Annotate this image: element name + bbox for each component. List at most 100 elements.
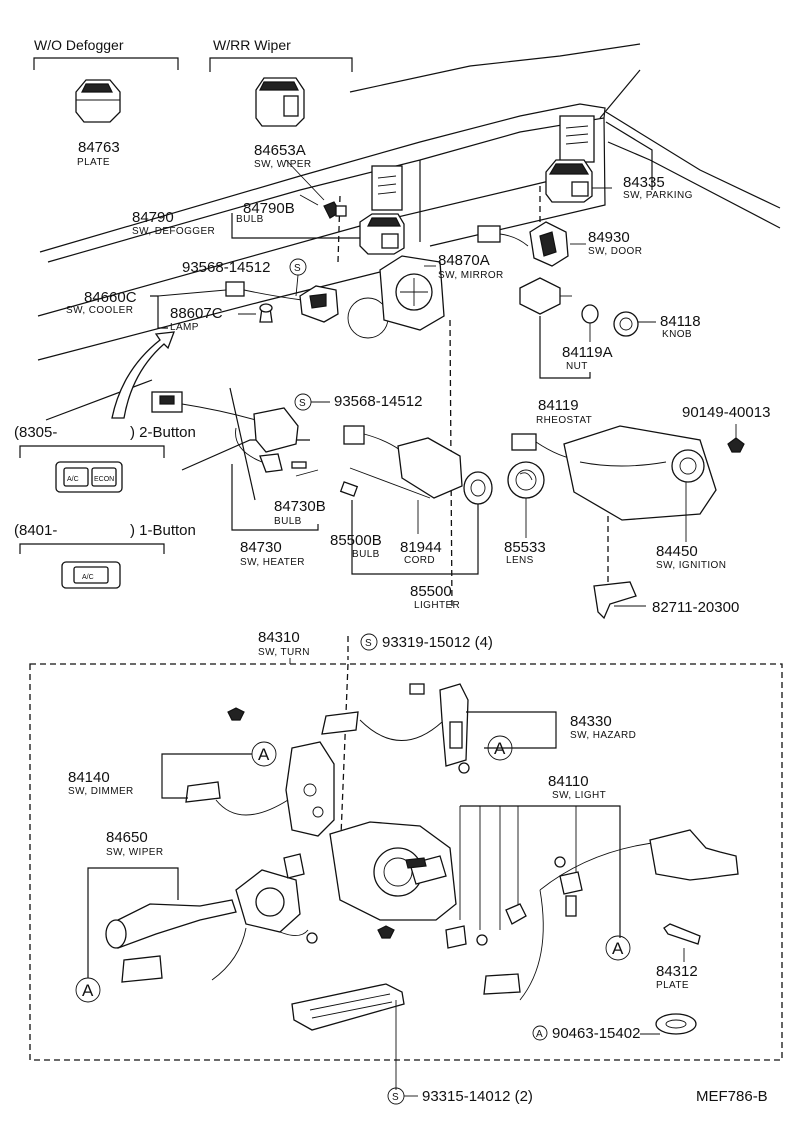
leader-84730 [231, 464, 319, 531]
part-number-84730: 84730 [240, 539, 282, 556]
part-name-84730b: BULB [274, 516, 302, 527]
door-switch-drawing [477, 221, 569, 267]
part-number-84730b: 84730B [274, 498, 326, 515]
variant-one-button-label: ) 1-Button [130, 522, 196, 539]
part-name-84119a: NUT [566, 361, 588, 372]
part-name-84790b: BULB [236, 214, 264, 225]
part-number-84118: 84118 [660, 313, 701, 330]
part-number-93568-upper: 93568-14512 [182, 259, 270, 276]
dashed-axis [339, 663, 349, 861]
part-name-85533: LENS [506, 555, 534, 566]
connector-block-drawing [291, 983, 405, 1031]
ignition-switch-drawing [511, 425, 717, 521]
knob-84118-drawing [613, 311, 639, 337]
dashboard-outline [37, 43, 781, 611]
part-number-84335: 84335 [623, 174, 665, 191]
part-name-84330: SW, HAZARD [570, 730, 636, 741]
rheostat-drawing [519, 277, 599, 324]
part-number-93568-lower: 93568-14512 [334, 393, 422, 410]
bracket-w-rr-wiper [209, 57, 353, 72]
part-name-84140: SW, DIMMER [68, 786, 134, 797]
a-callout-light: A [605, 935, 631, 961]
bracket-wo-defogger [33, 57, 179, 70]
header-w-rr-wiper: W/RR Wiper [213, 37, 291, 53]
variant-two-button-code: (8305- [14, 424, 57, 441]
part-number-84110: 84110 [548, 773, 589, 790]
wiper-switch-84653a-drawing [255, 77, 305, 127]
svg-text:S: S [365, 638, 372, 649]
lamp-88607c-drawing [259, 303, 273, 323]
part-name-81944: CORD [404, 555, 435, 566]
part-number-84310: 84310 [258, 629, 300, 646]
bulb-84790b-drawing [323, 201, 347, 219]
part-name-84650: SW, WIPER [106, 847, 164, 858]
part-number-84930: 84930 [588, 229, 630, 246]
svg-text:A: A [258, 745, 270, 764]
plate-84763-drawing [75, 79, 121, 123]
leader-84140 [161, 753, 252, 799]
hazard-switch-drawing [321, 683, 470, 774]
header-wo-defogger: W/O Defogger [34, 37, 124, 53]
leader-84110 [460, 805, 621, 938]
part-number-84650: 84650 [106, 829, 148, 846]
plate-84312-drawing [663, 923, 701, 945]
part-name-88607c: LAMP [170, 322, 199, 333]
part-name-84653a: SW, WIPER [254, 159, 312, 170]
part-number-84790b: 84790B [243, 200, 295, 217]
part-name-84870a: SW, MIRROR [438, 270, 504, 281]
svg-text:S: S [294, 263, 301, 274]
part-number-85533: 85533 [504, 539, 546, 556]
part-name-84450: SW, IGNITION [656, 560, 726, 571]
svg-text:A: A [612, 939, 624, 958]
light-switch-drawing [445, 829, 739, 1001]
svg-text:S: S [392, 1092, 399, 1103]
defogger-switch-drawing [359, 213, 405, 255]
variant-two-button-label: ) 2-Button [130, 424, 196, 441]
bracket-two-button [19, 445, 165, 458]
leader-84650 [87, 867, 179, 978]
screw-dimmer-drawing [227, 707, 245, 721]
part-number-93315: 93315-14012 (2) [422, 1088, 533, 1105]
one-button-panel: A/C [61, 561, 121, 589]
part-number-85500: 85500 [410, 583, 452, 600]
turn-switch-body-drawing [329, 821, 457, 921]
heater-switch-drawing [151, 387, 310, 501]
part-number-84312: 84312 [656, 963, 698, 980]
part-name-84730: SW, HEATER [240, 557, 305, 568]
s-callout-lower: S [294, 393, 312, 411]
screw-90149-drawing [727, 437, 745, 453]
a-callout-90463: A [532, 1025, 548, 1041]
svg-text:S: S [299, 398, 306, 409]
a-callout-hazard: A [487, 735, 513, 761]
svg-text:A: A [494, 739, 506, 758]
mirror-switch-drawing [379, 255, 445, 331]
lighter-drawing [339, 425, 493, 505]
part-number-84119: 84119 [538, 397, 579, 414]
part-name-84335: SW, PARKING [623, 190, 693, 201]
part-name-84119: RHEOSTAT [536, 415, 592, 426]
part-name-84930: SW, DOOR [588, 246, 642, 257]
part-number-84660c: 84660C [84, 289, 137, 306]
part-number-88607c: 88607C [170, 305, 223, 322]
clip-82711-drawing [593, 581, 637, 620]
part-name-84790: SW, DEFOGGER [132, 226, 215, 237]
ac-single-button-label: A/C [82, 574, 94, 581]
part-name-84118: KNOB [662, 329, 692, 340]
part-number-85500b: 85500B [330, 532, 382, 549]
screw-turn-switch-drawing [377, 925, 395, 939]
part-name-84312: PLATE [656, 980, 689, 991]
part-number-90149: 90149-40013 [682, 404, 770, 421]
turn-switch-assembly-frame [29, 663, 783, 1061]
part-number-84330: 84330 [570, 713, 612, 730]
part-number-84763: 84763 [78, 139, 120, 156]
svg-text:A: A [536, 1029, 543, 1040]
a-callout-dimmer: A [251, 741, 277, 767]
part-name-85500b: BULB [352, 549, 380, 560]
part-number-84119a: 84119A [562, 344, 613, 361]
leader-84790 [231, 213, 370, 239]
leader-84119 [539, 316, 591, 379]
part-name-85500: LIGHTER [414, 600, 460, 611]
two-button-panel: A/C ECON [55, 461, 123, 493]
part-number-84450: 84450 [656, 543, 698, 560]
